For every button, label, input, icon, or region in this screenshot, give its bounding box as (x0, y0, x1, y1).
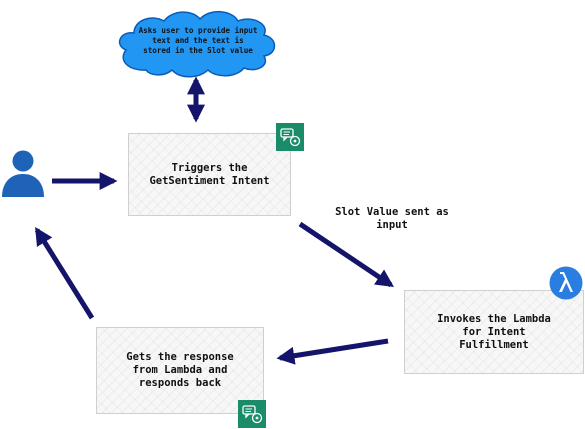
lambda-fulfillment-text: Invokes the Lambda for Intent Fulfillmen… (437, 312, 551, 351)
lex-chatbot-icon-bottom (238, 400, 266, 428)
response-box: Gets the response from Lambda and respon… (96, 327, 264, 414)
response-text: Gets the response from Lambda and respon… (126, 351, 234, 389)
response-to-user-arrow (34, 226, 95, 320)
trigger-intent-box: Triggers the GetSentiment Intent (128, 133, 291, 216)
cloud-text: Asks user to provide input text and the … (138, 26, 258, 55)
lex-chatbot-icon (276, 123, 304, 151)
trigger-intent-text: Triggers the GetSentiment Intent (149, 161, 270, 187)
lambda-fulfillment-box: Invokes the Lambda for Intent Fulfillmen… (404, 290, 584, 374)
cloud-shape (118, 11, 276, 78)
user-icon (2, 150, 44, 197)
slot-value-label: Slot Value sent as input (335, 206, 449, 231)
lambda-to-response-arrow (276, 338, 389, 365)
trigger-to-lambda-arrow (298, 221, 394, 288)
lambda-icon (549, 266, 583, 300)
